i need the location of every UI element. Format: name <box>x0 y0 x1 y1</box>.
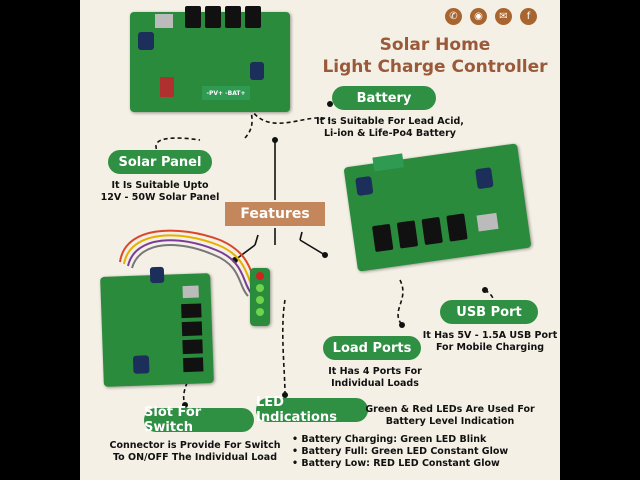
title-line-1: Solar Home <box>379 35 491 55</box>
facebook-icon[interactable]: f <box>520 8 537 25</box>
power-jack-3 <box>225 6 241 28</box>
solar-panel-desc: It Is Suitable Upto 12V - 50W Solar Pane… <box>100 180 220 203</box>
capacitor <box>138 32 154 50</box>
solar-panel-label: Solar Panel <box>108 150 212 174</box>
load-ports-label: Load Ports <box>323 336 421 360</box>
mail-icon[interactable]: ✉ <box>495 8 512 25</box>
whatsapp-icon[interactable]: ✆ <box>445 8 462 25</box>
led-green <box>256 284 264 292</box>
usb-port-label: USB Port <box>440 300 538 324</box>
power-jack-1 <box>185 6 201 28</box>
led-indications-label: LED Indications <box>256 395 368 425</box>
power-jack-4 <box>245 6 261 28</box>
battery-desc: It Is Suitable For Lead Acid, Li-ion & L… <box>316 116 464 139</box>
terminal-block: -PV+ -BAT+ <box>202 86 250 100</box>
features-label: Features <box>225 202 325 226</box>
led-status-list: Battery Charging: Green LED Blink Batter… <box>292 434 552 470</box>
load-ports-desc: It Has 4 Ports For Individual Loads <box>328 366 422 389</box>
led-red <box>256 272 264 280</box>
slot-switch-label: Slot For Switch <box>144 405 254 435</box>
instagram-icon[interactable]: ◉ <box>470 8 487 25</box>
usb-port-desc: It Has 5V - 1.5A USB Port For Mobile Cha… <box>422 330 558 353</box>
power-jack-2 <box>205 6 221 28</box>
title-line-2: Light Charge Controller <box>322 57 548 77</box>
page-title: Solar Home Light Charge Controller <box>320 34 550 78</box>
capacitor <box>250 62 264 80</box>
led-desc: Green & Red LEDs Are Used For Battery Le… <box>365 404 535 427</box>
usb-socket <box>155 14 173 28</box>
list-item: Battery Charging: Green LED Blink <box>292 434 552 446</box>
slot-switch-desc: Connector is Provide For Switch To ON/OF… <box>109 440 281 463</box>
led-board <box>250 268 270 326</box>
pcb-top: -PV+ -BAT+ <box>130 6 290 112</box>
battery-label: Battery <box>332 86 436 110</box>
relay <box>160 77 174 97</box>
wire-harness <box>119 229 261 297</box>
led-green <box>256 308 264 316</box>
list-item: Battery Full: Green LED Constant Glow <box>292 446 552 458</box>
poster: ✆ ◉ ✉ f Solar Home Light Charge Controll… <box>80 0 560 480</box>
list-item: Battery Low: RED LED Constant Glow <box>292 458 552 470</box>
led-green <box>256 296 264 304</box>
